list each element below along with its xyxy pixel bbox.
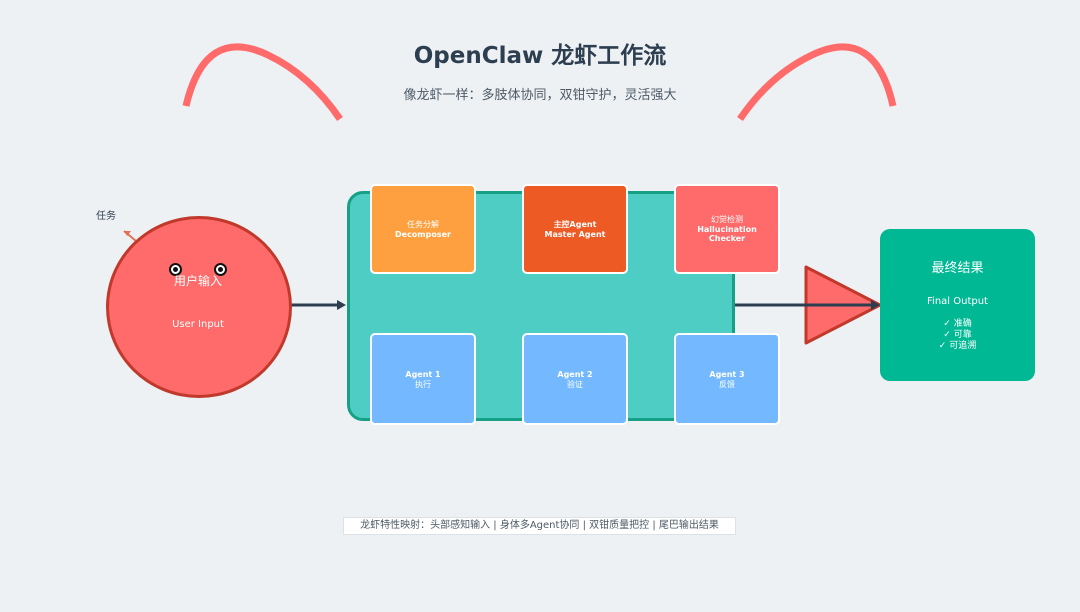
user-input-label-en: User Input <box>172 319 224 330</box>
card-label-en: Agent 3 <box>709 369 745 379</box>
antenna-arrow <box>123 230 137 242</box>
card-label-cn: 幻觉检测 <box>711 215 743 224</box>
card-label-en: Hallucination <box>697 225 757 234</box>
tail-triangle <box>804 265 882 345</box>
card-label-en: Decomposer <box>395 229 451 239</box>
card-label-en: Agent 1 <box>405 369 441 379</box>
check-item: ✓ 准确 <box>943 319 972 329</box>
task-label: 任务 <box>96 211 116 222</box>
final-output-node: 最终结果 Final Output ✓ 准确 ✓ 可靠 ✓ 可追溯 <box>880 229 1035 381</box>
agent-1-card: Agent 1 执行 <box>370 333 476 425</box>
user-input-label-cn: 用户输入 <box>173 274 222 288</box>
output-checklist: ✓ 准确 ✓ 可靠 ✓ 可追溯 <box>880 319 1035 352</box>
card-label-en-2: Checker <box>708 234 746 243</box>
check-item: ✓ 可靠 <box>943 330 972 340</box>
card-label-cn: 验证 <box>567 379 583 389</box>
user-input-node <box>106 216 292 398</box>
output-label-cn: 最终结果 <box>931 261 984 276</box>
card-label-en: Master Agent <box>544 229 606 239</box>
card-label-cn: 任务分解 <box>407 219 439 229</box>
card-label-cn: 反馈 <box>719 379 735 389</box>
right-eye-icon <box>214 263 227 276</box>
card-label-cn: 执行 <box>415 379 431 389</box>
page-subtitle: 像龙虾一样：多肢体协同，双钳守护，灵活强大 <box>403 88 677 103</box>
decomposer-card: 任务分解 Decomposer <box>370 184 476 274</box>
antenna-arrowhead <box>124 231 131 236</box>
hallucination-checker-card: 幻觉检测 Hallucination Checker <box>674 184 780 274</box>
master-agent-card: 主控Agent Master Agent <box>522 184 628 274</box>
arrowhead-body-to-output <box>871 300 880 310</box>
footer-caption: 龙虾特性映射：头部感知输入 | 身体多Agent协同 | 双钳质量把控 | 尾巴… <box>343 517 736 535</box>
arrowhead-input-to-body <box>337 300 346 310</box>
check-item: ✓ 可追溯 <box>938 341 977 351</box>
left-eye-icon <box>169 263 182 276</box>
agent-3-card: Agent 3 反馈 <box>674 333 780 425</box>
output-label-en: Final Output <box>927 296 988 307</box>
card-label-cn: 主控Agent <box>553 219 597 229</box>
agent-2-card: Agent 2 验证 <box>522 333 628 425</box>
page-title: OpenClaw 龙虾工作流 <box>413 43 667 69</box>
card-label-en: Agent 2 <box>557 369 593 379</box>
